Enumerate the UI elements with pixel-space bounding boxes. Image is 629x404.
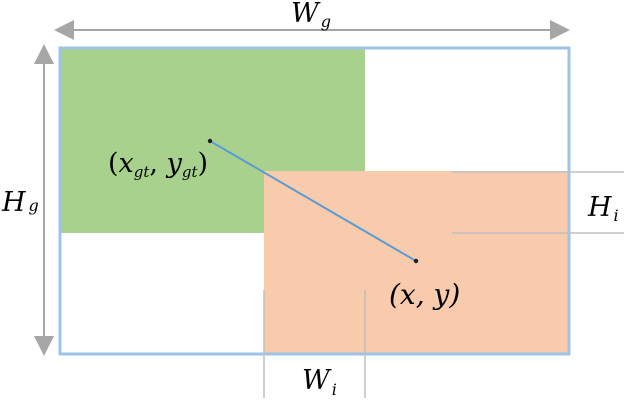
gt-close-paren: ) xyxy=(198,148,209,179)
width-i-sub: i xyxy=(332,380,337,399)
gt-x: x xyxy=(119,148,134,179)
width-g-sub: g xyxy=(321,12,331,31)
gt-comma: , xyxy=(149,148,166,179)
width-i-main: W xyxy=(302,365,332,396)
width-g-main: W xyxy=(291,0,321,29)
height-g-main: H xyxy=(1,187,26,218)
gt-y-sub: gt xyxy=(182,163,199,181)
ground-truth-center-label: (xgt, ygt) xyxy=(108,148,208,181)
gt-x-sub: gt xyxy=(134,163,151,181)
center-distance-line xyxy=(209,140,417,262)
height-i-sub: i xyxy=(614,206,619,225)
gt-open-paren: ( xyxy=(108,148,119,179)
ground-truth-center-dot xyxy=(207,138,213,144)
gt-y: y xyxy=(166,148,183,179)
enclosing-box xyxy=(58,46,571,356)
height-g-sub: g xyxy=(29,196,39,215)
predicted-center-dot xyxy=(413,258,419,264)
predicted-center-label: (x, y) xyxy=(389,278,460,311)
height-i-main: H xyxy=(587,192,612,223)
